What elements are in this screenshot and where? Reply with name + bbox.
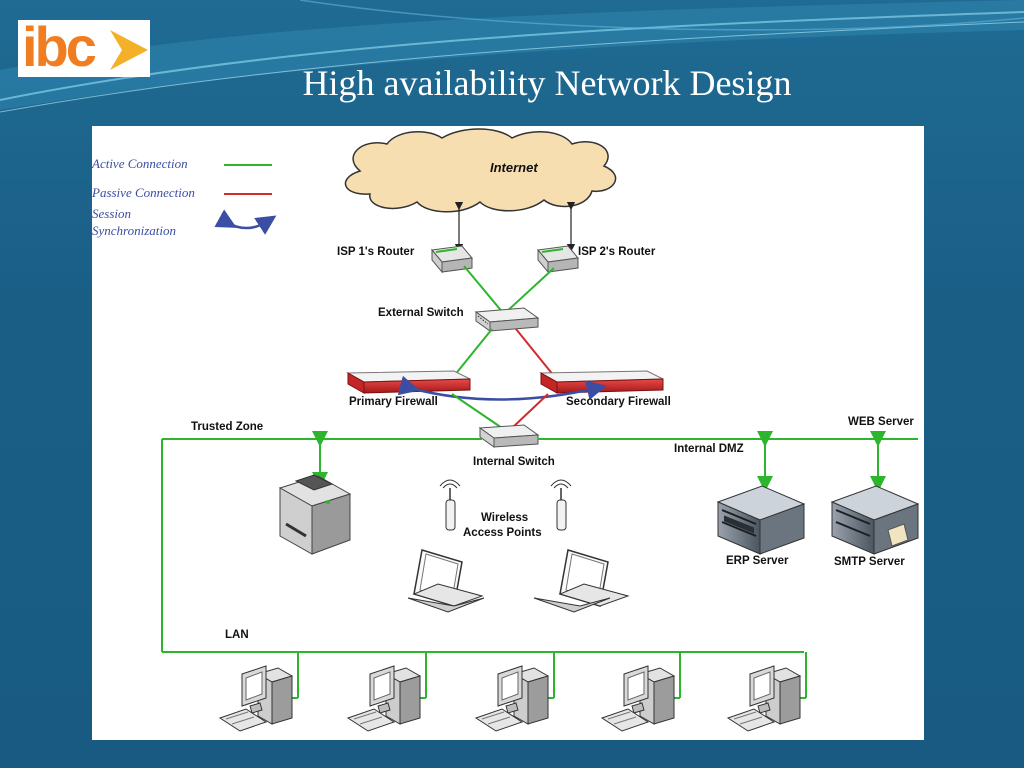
legend-passive-label: Passive Connection: [92, 185, 195, 200]
erp-server-label: ERP Server: [726, 555, 789, 567]
secondary-firewall-label: Secondary Firewall: [566, 396, 671, 408]
network-diagram: Active Connection Passive Connection Ses…: [92, 126, 924, 740]
web-server-label: WEB Server: [848, 416, 914, 428]
laptop-left-icon: [407, 549, 485, 613]
isp1-router-label: ISP 1's Router: [337, 246, 415, 258]
secondary-firewall-icon: [539, 370, 664, 394]
internet-label: Internet: [490, 160, 538, 175]
primary-firewall-icon: [346, 370, 471, 394]
logo-arrow-icon: [110, 30, 148, 70]
external-switch-label: External Switch: [378, 307, 464, 319]
wireless-label-1: Wireless: [481, 512, 529, 524]
internet-cloud: [344, 128, 617, 213]
wireless-ap-right-icon: [550, 479, 572, 531]
laptop-right-icon: [533, 549, 630, 613]
external-switch-icon: [474, 307, 540, 332]
smtp-server-label: SMTP Server: [834, 556, 905, 568]
internal-switch-icon: [478, 424, 540, 448]
primary-firewall-label: Primary Firewall: [349, 396, 438, 408]
workstation-icon: [474, 652, 555, 732]
wireless-label-2: Access Points: [463, 527, 542, 539]
workstation-icon: [218, 652, 299, 732]
isp2-router-label: ISP 2's Router: [578, 246, 656, 258]
wireless-ap-left-icon: [439, 479, 461, 531]
workstation-icon: [346, 652, 427, 732]
smtp-server-icon: [830, 485, 920, 555]
internal-switch-label: Internal Switch: [473, 456, 555, 468]
legend-session-label-1: Session: [92, 206, 131, 221]
printer-icon: [278, 474, 352, 555]
ibc-logo: ibc: [18, 15, 150, 78]
legend-session-arrow: [214, 209, 277, 235]
legend-active-label: Active Connection: [92, 156, 188, 171]
legend-session-label-2: Synchronization: [92, 223, 177, 238]
diagram-graphics: [161, 128, 920, 732]
lan-workstations: [218, 652, 807, 732]
logo-text: ibc: [22, 15, 97, 78]
slide-title: High availability Network Design: [302, 63, 792, 103]
workstation-icon: [600, 652, 681, 732]
workstation-icon: [726, 652, 807, 732]
internal-dmz-label: Internal DMZ: [674, 443, 744, 455]
lan-label: LAN: [225, 629, 249, 641]
trusted-zone-label: Trusted Zone: [191, 421, 264, 433]
session-sync-arrow: [397, 375, 607, 401]
isp2-router-icon: [537, 245, 579, 274]
isp1-router-icon: [431, 245, 473, 274]
erp-server-icon: [716, 485, 806, 555]
